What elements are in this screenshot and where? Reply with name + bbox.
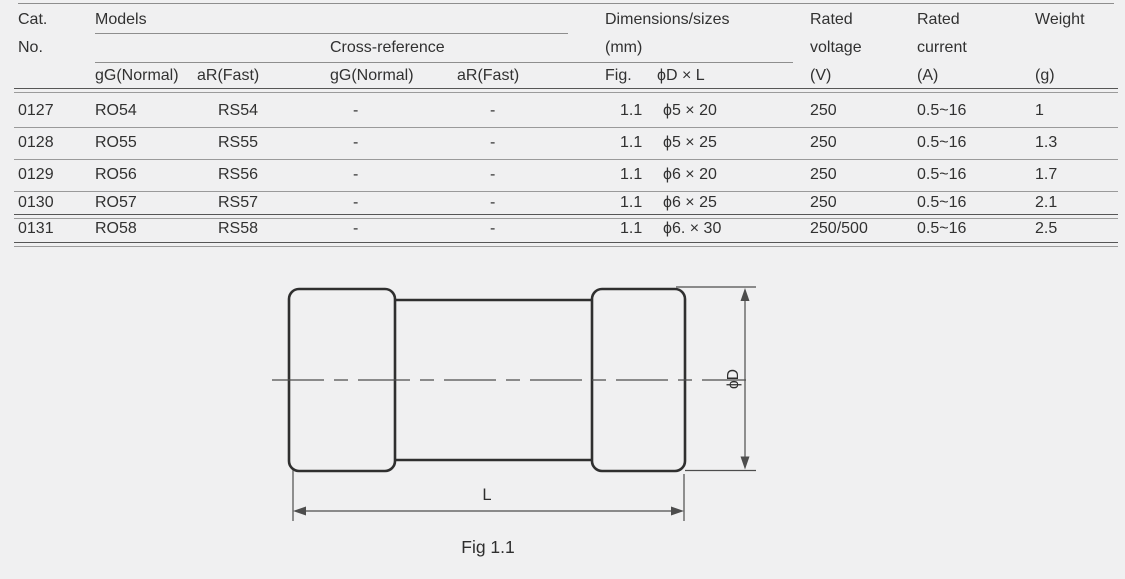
diameter-label: ϕD <box>725 369 742 389</box>
row-separator-3 <box>14 191 1118 192</box>
table-cell: 250 <box>810 102 837 119</box>
header-weight: Weight <box>1035 11 1085 28</box>
table-cell: 1 <box>1035 102 1044 119</box>
header-rated-current-1: Rated <box>917 11 960 28</box>
header-rated-voltage-2: voltage <box>810 39 862 56</box>
table-bottom-rule <box>14 242 1118 247</box>
table-cell: 0130 <box>18 194 54 211</box>
table-cell: 0.5~16 <box>917 134 967 151</box>
table-cell: - <box>490 166 496 183</box>
header-fig-col: Fig. <box>605 67 632 84</box>
figure-caption: Fig 1.1 <box>461 537 515 557</box>
table-cell: - <box>490 134 496 151</box>
table-cell: - <box>353 102 359 119</box>
table-cell: - <box>353 220 359 237</box>
table-cell: 1.1 <box>620 220 643 237</box>
table-cell: RO57 <box>95 194 137 211</box>
table-cell: RS58 <box>218 220 259 237</box>
table-row: 0130 RO57 RS57 - - 1.1 ϕ6 × 25 250 0.5~16 2.1 <box>0 191 1125 215</box>
table-row: 0127 RO54 RS54 - - 1.1 ϕ5 × 20 250 0.5~16 1 <box>0 95 1125 127</box>
diameter-arrow-up <box>740 288 750 301</box>
row-separator-1 <box>14 127 1118 128</box>
header-ar-fast-cross: aR(Fast) <box>457 67 520 84</box>
length-extension-lines <box>292 470 685 521</box>
table-row: 0129 RO56 RS56 - - 1.1 ϕ6 × 20 250 0.5~16 1.7 <box>0 159 1125 191</box>
table-cell: ϕ5 × 25 <box>663 134 717 151</box>
header-gg-normal-models: gG(Normal) <box>95 67 179 84</box>
table-row: 0131 RO58 RS58 - - 1.1 ϕ6. × 30 250/500 0.5~16 2.… <box>0 215 1125 243</box>
table-cell: 0.5~16 <box>917 102 967 119</box>
table-cell: 250/500 <box>810 220 868 237</box>
table-cell: RO54 <box>95 102 137 119</box>
header-rated-current-2: current <box>917 39 967 56</box>
table-top-rule <box>18 3 1114 4</box>
table-cell: RS54 <box>218 102 259 119</box>
header-rated-voltage-1: Rated <box>810 11 853 28</box>
table-cell: ϕ5 × 20 <box>663 102 717 119</box>
table-cell: 1.1 <box>620 194 643 211</box>
table-cell: RS55 <box>218 134 259 151</box>
table-cell: 1.3 <box>1035 134 1058 151</box>
table-cell: 250 <box>810 166 837 183</box>
header-dxl-col: ϕD × L <box>657 67 705 84</box>
header-voltage-unit: (V) <box>810 67 832 84</box>
table-row: 0128 RO55 RS55 - - 1.1 ϕ5 × 25 250 0.5~16 1.3 <box>0 127 1125 159</box>
table-cell: 2.5 <box>1035 220 1058 237</box>
diameter-extension-lines <box>676 286 756 472</box>
length-label: L <box>482 486 491 504</box>
table-cell: 0128 <box>18 134 54 151</box>
header-models: Models <box>95 11 147 28</box>
table-cell: 0.5~16 <box>917 166 967 183</box>
table-cell: 1.1 <box>620 134 643 151</box>
table-cell: ϕ6. × 30 <box>663 220 722 237</box>
row-separator-2 <box>14 159 1118 160</box>
table-cell: 2.1 <box>1035 194 1058 211</box>
models-group-underline <box>95 33 568 34</box>
length-arrow-left <box>293 506 306 516</box>
table-cell: 0.5~16 <box>917 194 967 211</box>
table-cell: 1.1 <box>620 102 643 119</box>
table-cell: 250 <box>810 134 837 151</box>
header-current-unit: (A) <box>917 67 939 84</box>
crossref-mm-underline <box>95 62 793 63</box>
table-cell: RS56 <box>218 166 259 183</box>
table-cell: - <box>490 220 496 237</box>
table-cell: RO55 <box>95 134 137 151</box>
header-gg-normal-cross: gG(Normal) <box>330 67 414 84</box>
header-ar-fast-models: aR(Fast) <box>197 67 260 84</box>
table-cell: ϕ6 × 20 <box>663 166 717 183</box>
table-cell: - <box>353 134 359 151</box>
table-cell: 1.7 <box>1035 166 1058 183</box>
table-cell: 1.1 <box>620 166 643 183</box>
table-cell: 0129 <box>18 166 54 183</box>
length-arrow-right <box>671 506 684 516</box>
table-cell: - <box>490 102 496 119</box>
table-cell: ϕ6 × 25 <box>663 194 717 211</box>
table-cell: - <box>353 194 359 211</box>
table-cell: RO56 <box>95 166 137 183</box>
header-dimensions: Dimensions/sizes <box>605 11 730 28</box>
table-cell: 0127 <box>18 102 54 119</box>
header-cross-reference: Cross-reference <box>330 39 445 56</box>
table-cell: - <box>353 166 359 183</box>
table-cell: 250 <box>810 194 837 211</box>
table-cell: 0131 <box>18 220 54 237</box>
header-weight-unit: (g) <box>1035 67 1055 84</box>
table-cell: - <box>490 194 496 211</box>
table-cell: 0.5~16 <box>917 220 967 237</box>
header-bottom-rule <box>14 88 1118 93</box>
header-no: No. <box>18 39 43 56</box>
table-cell: RO58 <box>95 220 137 237</box>
table-cell: RS57 <box>218 194 259 211</box>
header-cat: Cat. <box>18 11 48 28</box>
header-dimensions-unit: (mm) <box>605 39 643 56</box>
fuse-body-outline <box>395 298 592 462</box>
row-separator-4-heavy <box>14 214 1118 219</box>
diameter-arrow-down <box>740 456 750 470</box>
